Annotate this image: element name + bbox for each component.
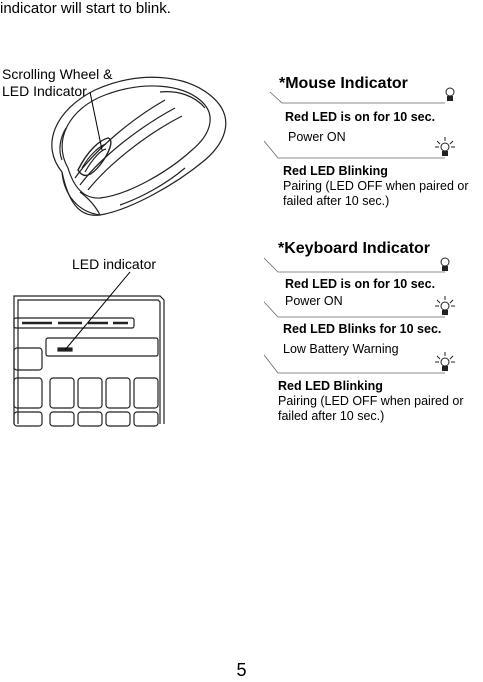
keyboard-state-2-title: Red LED Blinks for 10 sec. (283, 322, 442, 336)
mouse-indicator-heading: *Mouse Indicator (279, 75, 408, 92)
keyboard-state-2-desc: Low Battery Warning (283, 342, 399, 356)
keyboard-state-3-title: Red LED Blinking (278, 379, 383, 393)
led-on-icon (440, 257, 450, 271)
led-on-icon (445, 87, 455, 101)
keyboard-state-3-desc: Pairing (LED OFF when paired or failed a… (278, 394, 464, 423)
mouse-state-1-desc: Power ON (288, 130, 346, 144)
led-blink-icon (435, 296, 455, 315)
mouse-state-2-title: Red LED Blinking (283, 164, 388, 178)
mouse-state-1-title: Red LED is on for 10 sec. (285, 110, 436, 124)
mouse-state-2-desc: Pairing (LED OFF when paired or failed a… (283, 179, 469, 208)
keyboard-callout-label: LED indicator (72, 256, 157, 272)
mouse-callout-label: Scrolling Wheel & LED Indicator (2, 66, 113, 100)
keyboard-illustration (13, 295, 165, 427)
mouse-callout-line-2: LED Indicator (2, 83, 87, 99)
keyboard-callout-line (64, 271, 131, 351)
mouse-indicator-leaders (263, 91, 445, 159)
intro-text: indicator will start to blink. (0, 0, 171, 17)
keyboard-indicator-leaders (263, 257, 445, 374)
page-number: 5 (236, 660, 247, 680)
keyboard-state-1-desc: Power ON (285, 294, 343, 308)
led-blink-icon (435, 137, 455, 156)
keyboard-indicator-heading: *Keyboard Indicator (278, 240, 431, 257)
mouse-callout-line (89, 91, 103, 151)
led-blink-icon (435, 352, 455, 371)
mouse-callout-line-1: Scrolling Wheel & (2, 66, 113, 82)
keyboard-state-1-title: Red LED is on for 10 sec. (285, 277, 436, 291)
mouse-illustration (51, 76, 227, 216)
